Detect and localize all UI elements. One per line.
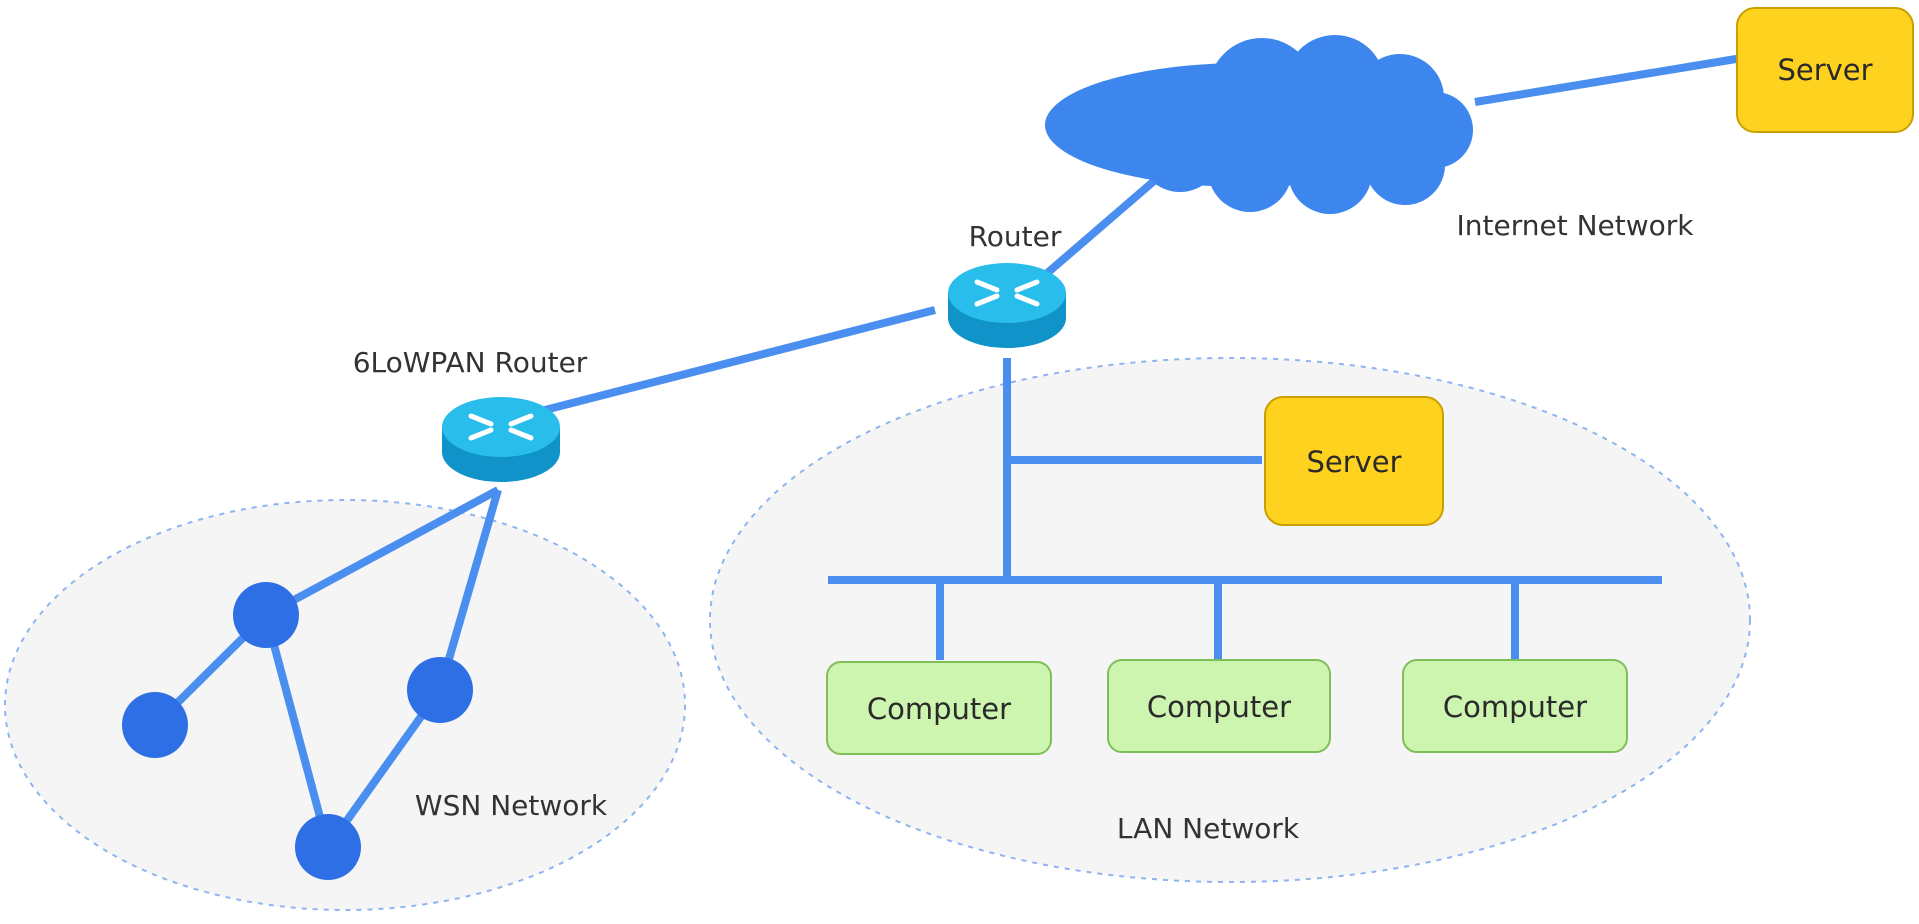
router-icon (468, 413, 534, 441)
computer-3[interactable]: Computer (1402, 659, 1628, 753)
lan-network-zone (709, 357, 1751, 883)
cloud-icon (1045, 35, 1473, 214)
sixlowpan-router[interactable] (442, 397, 560, 482)
sixlowpan-router-label: 6LoWPAN Router (353, 346, 588, 379)
link-server-cloud (1474, 54, 1743, 106)
lan-server[interactable]: Server (1264, 396, 1444, 526)
lan-network-label: LAN Network (1117, 812, 1300, 845)
computer-3-label: Computer (1443, 690, 1587, 724)
computer-2[interactable]: Computer (1107, 659, 1331, 753)
link-6lowpan-node-c (436, 488, 502, 692)
sensor-node[interactable] (407, 657, 473, 723)
internet-network-label: Internet Network (1457, 209, 1695, 242)
computer-2-label: Computer (1147, 690, 1291, 724)
link-router-6lowpan (544, 306, 936, 414)
internet-server-label: Server (1777, 53, 1872, 87)
link-node-a-node-d (262, 613, 332, 849)
router-label: Router (969, 220, 1062, 253)
sensor-node[interactable] (233, 582, 299, 648)
wsn-network-zone (4, 499, 686, 911)
wsn-sensor-nodes (122, 582, 473, 880)
internet-server[interactable]: Server (1736, 7, 1914, 133)
router[interactable] (948, 263, 1066, 348)
lan-server-label: Server (1306, 445, 1401, 479)
wsn-network-label: WSN Network (415, 789, 608, 822)
link-6lowpan-node-a (264, 486, 500, 619)
sensor-node[interactable] (295, 814, 361, 880)
computer-1-label: Computer (867, 692, 1011, 726)
router-icon (974, 279, 1040, 307)
sensor-node[interactable] (122, 692, 188, 758)
computer-1[interactable]: Computer (826, 661, 1052, 755)
